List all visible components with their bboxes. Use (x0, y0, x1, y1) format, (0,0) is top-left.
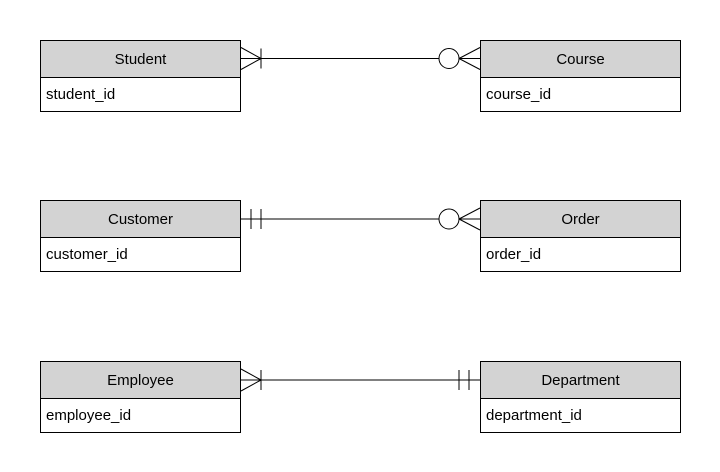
relationship-student-course (241, 48, 480, 70)
entity-attribute: employee_id (46, 407, 132, 424)
entity-course[interactable]: Course course_id (480, 40, 681, 112)
entity-customer[interactable]: Customer customer_id (40, 200, 241, 272)
one-or-many-marker (241, 48, 261, 70)
entity-attribute: customer_id (46, 246, 128, 263)
entity-employee[interactable]: Employee employee_id (40, 361, 241, 433)
zero-or-many-marker (439, 208, 480, 230)
relationship-employee-department (241, 369, 480, 391)
entity-title: Employee (41, 362, 240, 399)
entity-attribute: department_id (486, 407, 582, 424)
zero-or-many-marker (439, 48, 480, 70)
entity-title: Course (481, 41, 680, 78)
one-or-many-marker (241, 369, 261, 391)
entity-title: Department (481, 362, 680, 399)
entity-order[interactable]: Order order_id (480, 200, 681, 272)
relationship-customer-order (241, 208, 480, 230)
entity-title: Customer (41, 201, 240, 238)
one-and-only-one-marker (459, 370, 469, 390)
entity-attribute: order_id (486, 246, 542, 263)
entity-attribute: student_id (46, 86, 116, 103)
entity-title: Student (41, 41, 240, 78)
entity-attribute: course_id (486, 86, 552, 103)
entity-title: Order (481, 201, 680, 238)
one-and-only-one-marker (251, 209, 261, 229)
entity-student[interactable]: Student student_id (40, 40, 241, 112)
entity-department[interactable]: Department department_id (480, 361, 681, 433)
